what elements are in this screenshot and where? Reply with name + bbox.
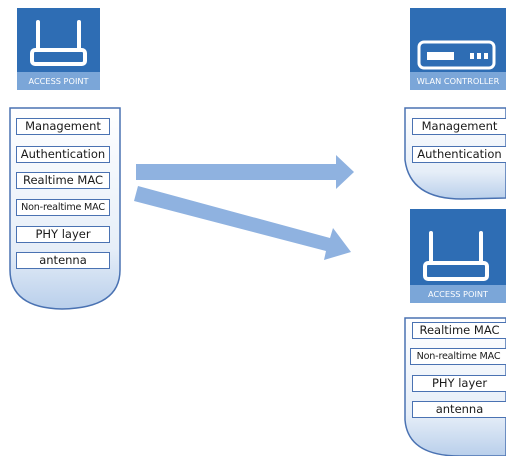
right-ap-title: ACCESS POINT [428, 289, 488, 299]
layer-realtime-mac: Realtime MAC [16, 172, 110, 189]
wlan-controller-icon [417, 40, 496, 70]
arrow-to-controller [136, 155, 354, 189]
wlan-controller [404, 8, 506, 200]
right-ap-caption-band [410, 285, 506, 303]
controller-caption-band [410, 72, 506, 90]
right-layer-non-realtime-mac: Non-realtime MAC [410, 348, 506, 365]
left-ap-caption-band [17, 72, 100, 90]
left-ap-title: ACCESS POINT [28, 76, 89, 86]
access-point-icon [423, 231, 489, 281]
layer-authentication: Authentication [16, 146, 110, 163]
right-layer-antenna: antenna [412, 401, 506, 418]
layer-phy: PHY layer [16, 226, 110, 243]
layer-management: Management [16, 118, 110, 135]
right-layer-phy: PHY layer [412, 375, 506, 392]
controller-title: WLAN CONTROLLER [416, 76, 500, 86]
layer-antenna: antenna [16, 252, 110, 269]
controller-layer-management: Management [412, 118, 506, 135]
controller-layer-authentication: Authentication [412, 146, 506, 163]
arrow-to-access-point [134, 186, 351, 260]
access-point-icon [30, 20, 87, 66]
layer-non-realtime-mac: Non-realtime MAC [16, 199, 110, 216]
right-layer-realtime-mac: Realtime MAC [412, 322, 506, 339]
controller-icon-tile [410, 8, 506, 72]
